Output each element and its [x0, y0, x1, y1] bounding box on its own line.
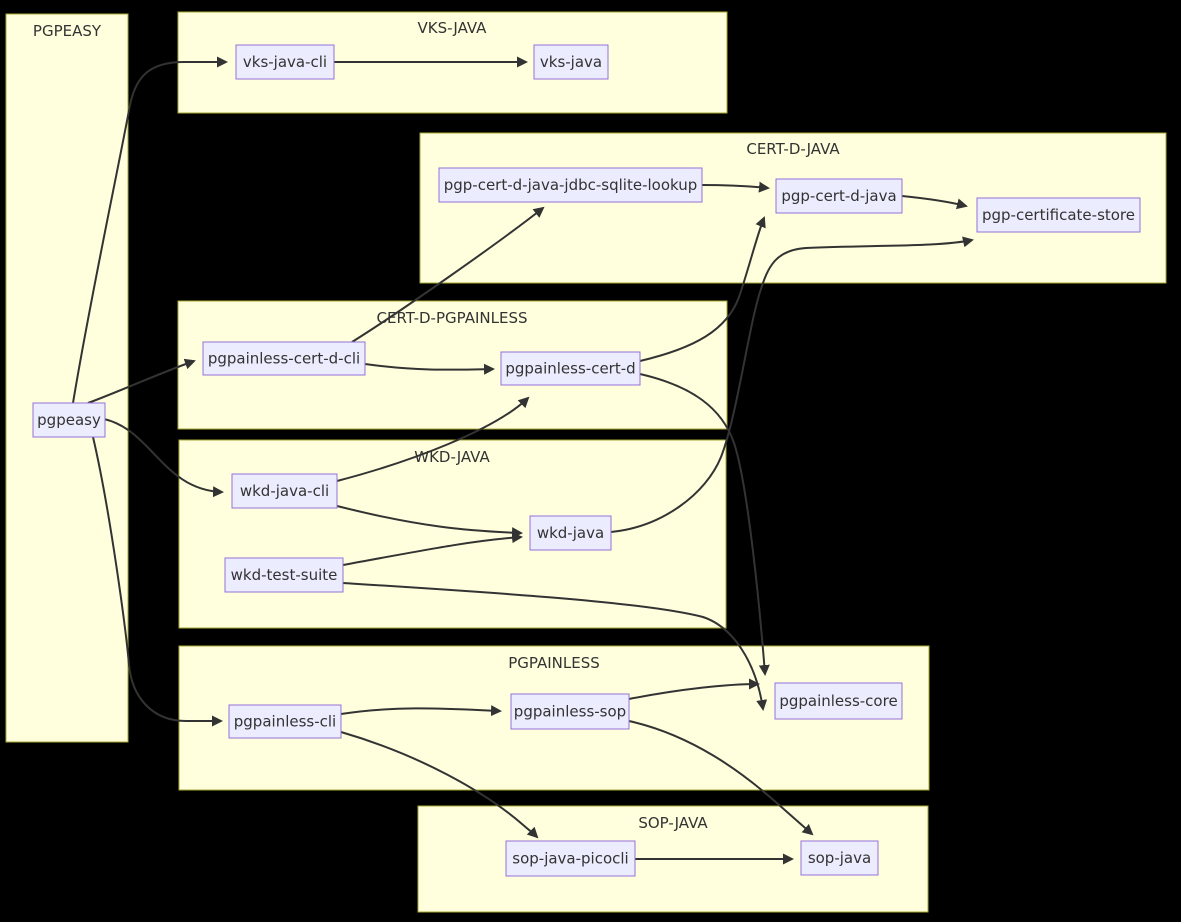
edge-pgpainless-cert-d--pgp-cert-d-java	[639, 216, 766, 362]
cluster-title-vks-java-group: VKS-JAVA	[418, 19, 488, 37]
node-box-wkd-test-suite	[224, 557, 344, 593]
cluster-box-wkd-java-group	[178, 439, 727, 629]
node-label-vks-java: vks-java	[540, 53, 602, 71]
node-label-pgpainless-cert-d: pgpainless-cert-d	[505, 360, 635, 378]
edge-wkd-test-suite--wkd-java	[342, 532, 523, 566]
cluster-pgpeasy-group: PGPEASY	[5, 13, 129, 743]
node-pgpeasy: pgpeasy	[32, 402, 106, 438]
node-box-pgpainless-cert-d-cli	[202, 341, 366, 376]
node-pgpainless-cli: pgpainless-cli	[228, 704, 342, 739]
cluster-title-wkd-java-group: WKD-JAVA	[414, 448, 490, 466]
node-box-wkd-java	[529, 515, 612, 551]
node-box-pgpainless-core	[774, 682, 903, 720]
node-wkd-test-suite: wkd-test-suite	[224, 557, 344, 593]
node-pgpainless-cert-d: pgpainless-cert-d	[500, 351, 641, 386]
cluster-wkd-java-group: WKD-JAVA	[178, 439, 727, 629]
cluster-title-cert-d-pgpainless-group: CERT-D-PGPAINLESS	[377, 309, 528, 327]
edge-wkd-java-cli--wkd-java	[336, 505, 523, 539]
node-box-pgpeasy	[32, 402, 106, 438]
node-label-pgpainless-sop: pgpainless-sop	[514, 703, 626, 721]
edge-pgpainless-sop--sop-java	[628, 720, 814, 836]
node-label-pgpainless-cli: pgpainless-cli	[234, 713, 336, 731]
node-wkd-java-cli: wkd-java-cli	[231, 473, 338, 509]
node-pgp-certificate-store: pgp-certificate-store	[976, 197, 1141, 233]
node-label-wkd-java-cli: wkd-java-cli	[240, 482, 329, 500]
cluster-box-pgpeasy-group	[5, 13, 129, 743]
node-label-wkd-java: wkd-java	[537, 524, 604, 542]
node-box-pgp-certificate-store	[976, 197, 1141, 233]
edge-pgp-cert-d-java-jdbc-sqlite-lookup--pgp-cert-d-java	[701, 181, 770, 193]
node-pgp-cert-d-java: pgp-cert-d-java	[775, 178, 903, 214]
edge-wkd-java--pgp-certificate-store	[610, 236, 974, 533]
node-label-pgp-cert-d-java: pgp-cert-d-java	[781, 187, 896, 205]
node-box-vks-java-cli	[235, 44, 335, 80]
node-pgpainless-cert-d-cli: pgpainless-cert-d-cli	[202, 341, 366, 376]
node-label-wkd-test-suite: wkd-test-suite	[231, 566, 338, 584]
cluster-title-sop-java-group: SOP-JAVA	[638, 814, 708, 832]
edge-pgpainless-cert-d-cli--pgp-cert-d-java-jdbc-sqlite-lookup	[351, 206, 545, 343]
edge-pgpainless-cert-d--pgpainless-core	[639, 373, 770, 676]
node-box-vks-java	[533, 44, 609, 80]
node-box-sop-java-picocli	[505, 840, 636, 877]
node-label-pgp-cert-d-java-jdbc-sqlite-lookup: pgp-cert-d-java-jdbc-sqlite-lookup	[444, 176, 698, 194]
edge-pgp-cert-d-java--pgp-certificate-store	[901, 195, 968, 210]
node-pgp-cert-d-java-jdbc-sqlite-lookup: pgp-cert-d-java-jdbc-sqlite-lookup	[438, 167, 703, 203]
cluster-title-pgpeasy-group: PGPEASY	[33, 22, 102, 40]
node-box-pgpainless-cli	[228, 704, 342, 739]
edge-pgpeasy--pgpainless-cert-d-cli	[87, 358, 196, 404]
edge-pgpeasy--vks-java-cli	[72, 56, 228, 404]
cluster-title-pgpainless-group: PGPAINLESS	[508, 654, 600, 672]
edge-pgpainless-cert-d-cli--pgpainless-cert-d	[364, 363, 495, 375]
node-box-pgp-cert-d-java-jdbc-sqlite-lookup	[438, 167, 703, 203]
node-sop-java-picocli: sop-java-picocli	[505, 840, 636, 877]
node-label-pgpeasy: pgpeasy	[37, 411, 101, 429]
node-box-pgpainless-sop	[510, 693, 630, 730]
node-label-pgp-certificate-store: pgp-certificate-store	[982, 206, 1135, 224]
node-box-sop-java	[800, 840, 879, 876]
node-box-wkd-java-cli	[231, 473, 338, 509]
node-pgpainless-sop: pgpainless-sop	[510, 693, 630, 730]
edge-wkd-java-cli--pgpainless-cert-d	[336, 396, 530, 482]
edge-pgpainless-cli--sop-java-picocli	[340, 731, 539, 839]
node-label-pgpainless-core: pgpainless-core	[779, 692, 897, 710]
edge-pgpeasy--pgpainless-cli	[92, 436, 223, 727]
node-box-pgpainless-cert-d	[500, 351, 641, 386]
node-sop-java: sop-java	[800, 840, 879, 876]
edge-pgpainless-sop--pgpainless-core	[628, 678, 760, 700]
edge-pgpainless-cli--pgpainless-sop	[340, 705, 502, 717]
node-vks-java-cli: vks-java-cli	[235, 44, 335, 80]
node-label-sop-java-picocli: sop-java-picocli	[512, 850, 628, 868]
node-vks-java: vks-java	[533, 44, 609, 80]
node-label-pgpainless-cert-d-cli: pgpainless-cert-d-cli	[208, 350, 360, 368]
node-pgpainless-core: pgpainless-core	[774, 682, 903, 720]
node-wkd-java: wkd-java	[529, 515, 612, 551]
edge-pgpeasy--wkd-java-cli	[103, 418, 224, 498]
node-label-vks-java-cli: vks-java-cli	[243, 53, 327, 71]
node-label-sop-java: sop-java	[808, 849, 871, 867]
edge-wkd-test-suite--pgpainless-core	[342, 582, 768, 711]
cluster-title-cert-d-java-group: CERT-D-JAVA	[746, 140, 840, 158]
node-box-pgp-cert-d-java	[775, 178, 903, 214]
